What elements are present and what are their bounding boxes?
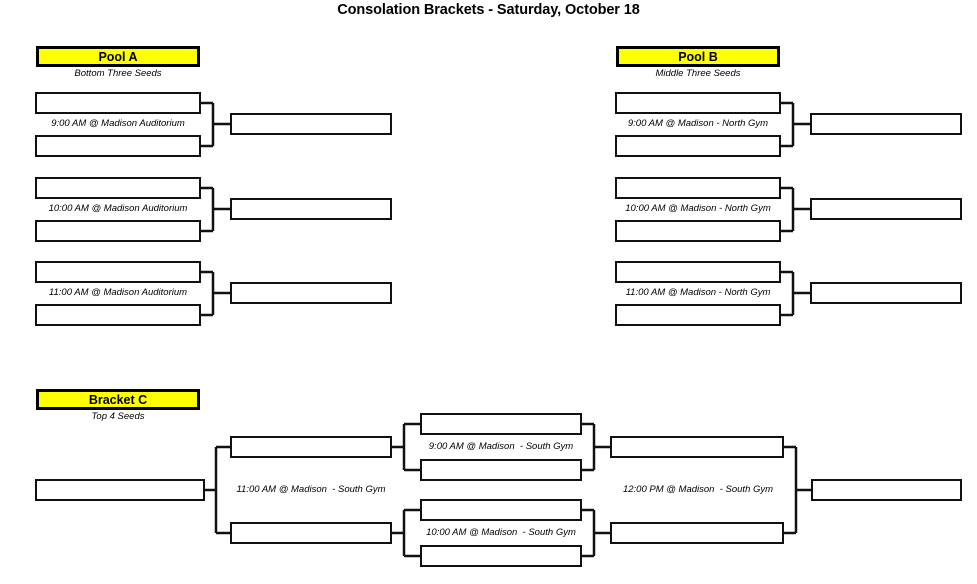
- bracket-c-champion[interactable]: [811, 479, 962, 501]
- pool-a-game-3-team-2[interactable]: [35, 304, 201, 326]
- bracket-c-header: Bracket C: [36, 389, 200, 410]
- pool-a-game-1-team-1[interactable]: [35, 92, 201, 114]
- bracket-c-quarter-1[interactable]: [230, 436, 392, 458]
- pool-a-game-1-label: 9:00 AM @ Madison Auditorium: [51, 118, 185, 129]
- pool-a-game-3-team-1[interactable]: [35, 261, 201, 283]
- pool-b-game-2-team-2[interactable]: [615, 220, 781, 242]
- bracket-c-semifinal-1-label: 9:00 AM @ Madison - South Gym: [428, 441, 574, 452]
- pool-b-game-3-label: 11:00 AM @ Madison - North Gym: [625, 287, 771, 298]
- pool-b-game-2-team-1[interactable]: [615, 177, 781, 199]
- pool-a-game-1-team-2[interactable]: [35, 135, 201, 157]
- pool-b-game-1-team-2[interactable]: [615, 135, 781, 157]
- bracket-c-semifinal-2-team-2[interactable]: [420, 545, 582, 567]
- pool-b-game-1-label: 9:00 AM @ Madison - North Gym: [627, 118, 769, 129]
- bracket-c-playin-label: 11:00 AM @ Madison - South Gym: [236, 484, 386, 495]
- pool-a-subtitle: Bottom Three Seeds: [74, 68, 162, 79]
- pool-b-game-3-team-1[interactable]: [615, 261, 781, 283]
- pool-a-game-3-winner[interactable]: [230, 282, 392, 304]
- pool-b-game-3-winner[interactable]: [810, 282, 962, 304]
- pool-b-game-2-label: 10:00 AM @ Madison - North Gym: [625, 203, 771, 214]
- pool-b-game-1-winner[interactable]: [810, 113, 962, 135]
- bracket-c-quarter-2[interactable]: [230, 522, 392, 544]
- bracket-c-finalist-2[interactable]: [610, 522, 784, 544]
- pool-a-game-2-team-1[interactable]: [35, 177, 201, 199]
- pool-b-game-1-team-1[interactable]: [615, 92, 781, 114]
- page-title: Consolation Brackets - Saturday, October…: [337, 2, 640, 18]
- bracket-c-semifinal-2-label: 10:00 AM @ Madison - South Gym: [426, 527, 576, 538]
- bracket-c-finalist-1[interactable]: [610, 436, 784, 458]
- pool-a-game-2-winner[interactable]: [230, 198, 392, 220]
- pool-b-game-2-winner[interactable]: [810, 198, 962, 220]
- bracket-c-semifinal-1-team-2[interactable]: [420, 459, 582, 481]
- bracket-c-final-label: 12:00 PM @ Madison - South Gym: [622, 484, 774, 495]
- pool-a-game-2-label: 10:00 AM @ Madison Auditorium: [48, 203, 188, 214]
- bracket-c-semifinal-2-team-1[interactable]: [420, 499, 582, 521]
- pool-b-header: Pool B: [616, 46, 780, 67]
- pool-a-game-2-team-2[interactable]: [35, 220, 201, 242]
- pool-a-game-1-winner[interactable]: [230, 113, 392, 135]
- pool-b-subtitle: Middle Three Seeds: [655, 68, 741, 79]
- bracket-c-subtitle: Top 4 Seeds: [91, 411, 145, 422]
- pool-a-header: Pool A: [36, 46, 200, 67]
- pool-b-game-3-team-2[interactable]: [615, 304, 781, 326]
- bracket-c-semifinal-1-team-1[interactable]: [420, 413, 582, 435]
- bracket-c-playin-seed[interactable]: [35, 479, 205, 501]
- pool-a-game-3-label: 11:00 AM @ Madison Auditorium: [48, 287, 188, 298]
